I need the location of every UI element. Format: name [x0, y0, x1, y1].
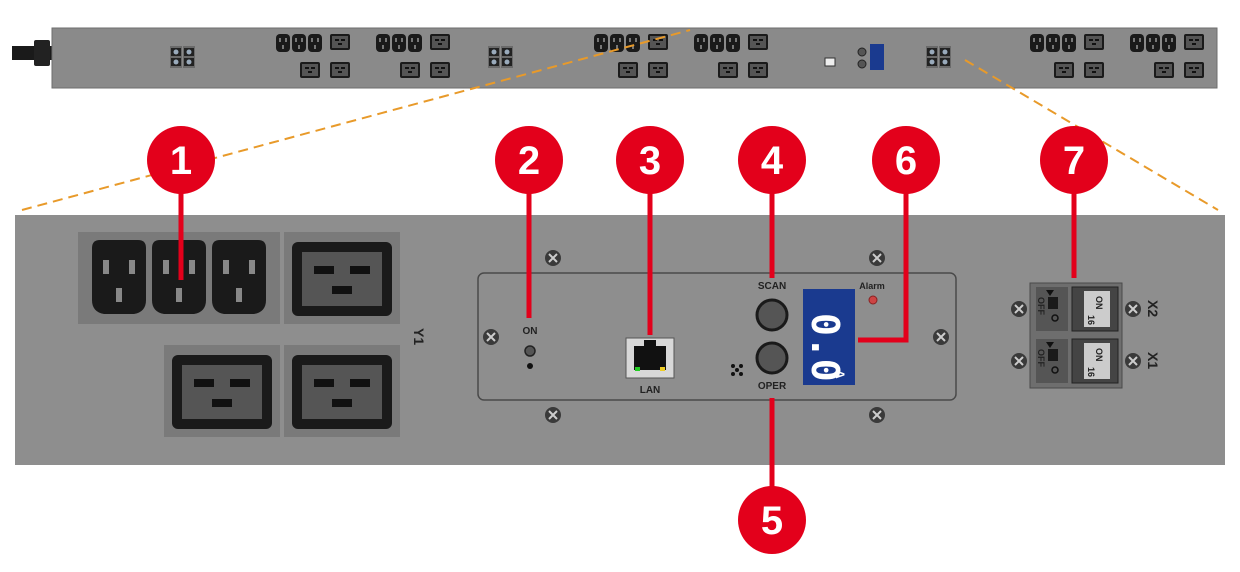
callout-6: 6 [858, 126, 940, 343]
breaker-x2-label: X2 [1145, 300, 1161, 317]
screw-icon [932, 328, 950, 346]
c13-outlet [212, 240, 266, 314]
screw-icon [544, 249, 562, 267]
zoom-leader-left [21, 29, 691, 211]
callout-number: 3 [639, 139, 661, 183]
screw-icon [1010, 300, 1028, 318]
breaker-x1-label: X1 [1145, 352, 1161, 369]
buzzer-icon [731, 364, 743, 376]
c13-outlet [92, 240, 146, 314]
screw-icon [1124, 352, 1142, 370]
x1-rating: 16 [1086, 367, 1096, 377]
callout-3: 3 [616, 126, 684, 335]
callout-1: 1 [147, 126, 215, 280]
scan-label: SCAN [758, 281, 786, 292]
c19-outlet [164, 345, 280, 437]
oper-label: OPER [758, 381, 787, 392]
callout-number: 7 [1063, 139, 1085, 183]
callout-7: 7 [1040, 126, 1108, 278]
callout-number: 1 [170, 139, 192, 183]
callout-4: 4 [738, 126, 806, 278]
alarm-label: Alarm [859, 281, 885, 291]
oper-button[interactable] [755, 341, 789, 375]
breaker-x2[interactable] [1036, 286, 1119, 332]
screw-icon [1010, 352, 1028, 370]
x1-off-label: OFF [1036, 349, 1046, 367]
control-module: ON LAN SCAN OPER Alarm 0.0 A [477, 249, 957, 424]
screw-icon [868, 406, 886, 424]
pdu-overview-strip [12, 27, 1218, 89]
lan-port[interactable] [625, 337, 675, 379]
display-value: 0.0 [803, 313, 847, 382]
callout-number: 5 [761, 499, 783, 543]
on-label: ON [523, 326, 538, 337]
c19-outlet [284, 345, 400, 437]
indicator-dot [527, 363, 533, 369]
screw-icon [868, 249, 886, 267]
screw-icon [482, 328, 500, 346]
display-unit: A [833, 370, 847, 379]
lan-label: LAN [640, 385, 661, 396]
bank-label: Y1 [411, 328, 427, 345]
screw-icon [1124, 300, 1142, 318]
callout-5: 5 [738, 398, 806, 554]
callout-number: 6 [895, 139, 917, 183]
power-led [524, 345, 536, 357]
breaker-x1[interactable] [1036, 338, 1119, 384]
callout-number: 4 [761, 139, 784, 183]
x2-on-label: ON [1094, 296, 1104, 310]
scan-button[interactable] [755, 298, 789, 332]
alarm-led [868, 295, 878, 305]
callout-2: 2 [495, 126, 563, 318]
current-display [803, 289, 855, 385]
x2-off-label: OFF [1036, 297, 1046, 315]
screw-icon [544, 406, 562, 424]
c19-outlet [284, 232, 400, 324]
x2-rating: 16 [1086, 315, 1096, 325]
x1-on-label: ON [1094, 348, 1104, 362]
callout-number: 2 [518, 139, 540, 183]
breaker-panel: OFF ON 16 X2 OFF ON 16 X1 [1010, 282, 1161, 389]
